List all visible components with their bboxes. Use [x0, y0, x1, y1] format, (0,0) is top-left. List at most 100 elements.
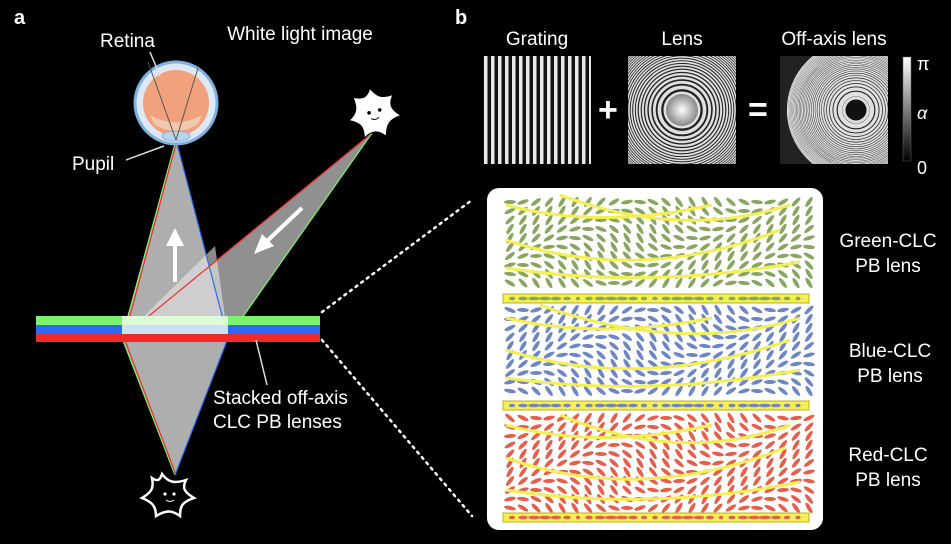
lc-molecule — [804, 459, 814, 467]
lc-molecule — [699, 226, 711, 232]
lc-molecule — [673, 478, 685, 484]
grating-stripe — [498, 56, 502, 164]
lc-molecule — [790, 415, 802, 421]
lc-molecule — [740, 358, 748, 370]
lc-molecule — [636, 232, 644, 244]
substrate-molecule — [748, 296, 760, 301]
lens-ring — [645, 73, 719, 147]
lc-molecule — [582, 351, 594, 359]
lc-molecule — [701, 385, 709, 397]
lc-molecule — [699, 460, 711, 466]
lc-molecule — [804, 494, 814, 504]
lc-molecule — [805, 332, 813, 342]
lc-molecule — [595, 226, 607, 232]
lc-molecule — [714, 259, 722, 271]
lc-molecule — [504, 262, 516, 268]
lc-molecule — [504, 379, 516, 385]
lc-molecule — [597, 259, 605, 271]
lc-molecule — [727, 305, 735, 315]
lc-molecule — [621, 271, 633, 277]
lc-molecule — [712, 234, 724, 242]
lc-molecule — [804, 260, 814, 270]
substrate-molecule — [605, 515, 617, 520]
lc-molecule — [584, 484, 592, 496]
lc-molecule — [660, 370, 672, 376]
lc-molecule — [608, 505, 620, 511]
grating-stripe — [526, 56, 530, 164]
substrate-molecule — [795, 296, 801, 301]
lc-molecule — [661, 503, 671, 513]
substrate-molecule — [737, 296, 749, 301]
lc-molecule — [558, 502, 566, 514]
lc-molecule — [725, 504, 737, 512]
substrate-molecule — [671, 515, 683, 520]
lc-molecule — [713, 503, 723, 513]
lc-molecule — [805, 385, 813, 397]
colorbar — [902, 56, 912, 162]
lc-arc — [559, 193, 791, 222]
lc-molecule — [764, 316, 776, 322]
lc-molecule — [558, 277, 566, 289]
lc-molecule — [712, 451, 724, 457]
lc-molecule — [582, 468, 594, 476]
lc-molecule — [765, 440, 775, 450]
lc-molecule — [558, 313, 566, 325]
lc-molecule — [504, 207, 516, 215]
offaxis-ring — [829, 83, 883, 137]
green-lens-label-line2: PB lens — [855, 256, 921, 277]
lc-molecule — [673, 369, 685, 377]
lc-molecule — [531, 386, 541, 396]
lc-molecule — [647, 415, 659, 421]
lc-molecule — [584, 259, 592, 271]
lc-molecule — [777, 253, 789, 259]
substrate-molecule — [550, 515, 562, 520]
lc-molecule — [804, 422, 814, 432]
lc-molecule — [740, 232, 748, 244]
lc-molecule — [700, 243, 710, 251]
lc-molecule — [505, 369, 515, 377]
connector-bottom — [320, 338, 474, 518]
lc-molecule — [519, 331, 527, 343]
grating-label: Grating — [505, 29, 569, 50]
lc-molecule — [792, 439, 800, 451]
lc-molecule — [660, 261, 672, 269]
offaxis-ring — [789, 56, 819, 164]
substrate-molecule — [628, 296, 638, 301]
lc-molecule — [621, 306, 633, 314]
lc-molecule — [752, 251, 762, 261]
lc-molecule — [779, 278, 787, 288]
lc-molecule — [634, 262, 646, 268]
lc-molecule — [596, 467, 606, 477]
substrate-molecule — [718, 403, 724, 408]
lc-molecule — [662, 458, 670, 468]
lc-molecule — [504, 388, 516, 394]
offaxis-ring — [788, 56, 817, 164]
lc-molecule — [621, 423, 633, 431]
lc-molecule — [597, 484, 605, 496]
substrate-molecule — [616, 296, 628, 301]
substrate-molecule — [718, 515, 724, 520]
lc-molecule — [778, 467, 788, 477]
lc-molecule — [545, 331, 553, 343]
lc-molecule — [712, 334, 724, 340]
equals-sign: = — [748, 91, 768, 129]
substrate-molecule — [550, 296, 562, 301]
lc-molecule — [504, 496, 516, 502]
substrate-molecule — [563, 296, 571, 301]
lc-molecule — [506, 466, 514, 478]
offaxis-ring — [795, 56, 888, 164]
lc-molecule — [738, 198, 750, 206]
lc-molecule — [596, 197, 606, 207]
lc-arc — [505, 203, 713, 219]
lc-molecule — [608, 198, 620, 206]
red-lens-label-line2: PB lens — [855, 470, 921, 491]
lc-molecule — [778, 350, 788, 360]
lc-molecule — [610, 358, 618, 370]
lc-molecule — [544, 197, 554, 207]
lc-molecule — [738, 442, 750, 448]
lc-molecule — [583, 206, 593, 216]
lc-molecule — [582, 226, 594, 232]
lc-molecule — [751, 496, 763, 502]
lc-molecule — [791, 269, 801, 279]
lc-molecule — [803, 469, 815, 475]
